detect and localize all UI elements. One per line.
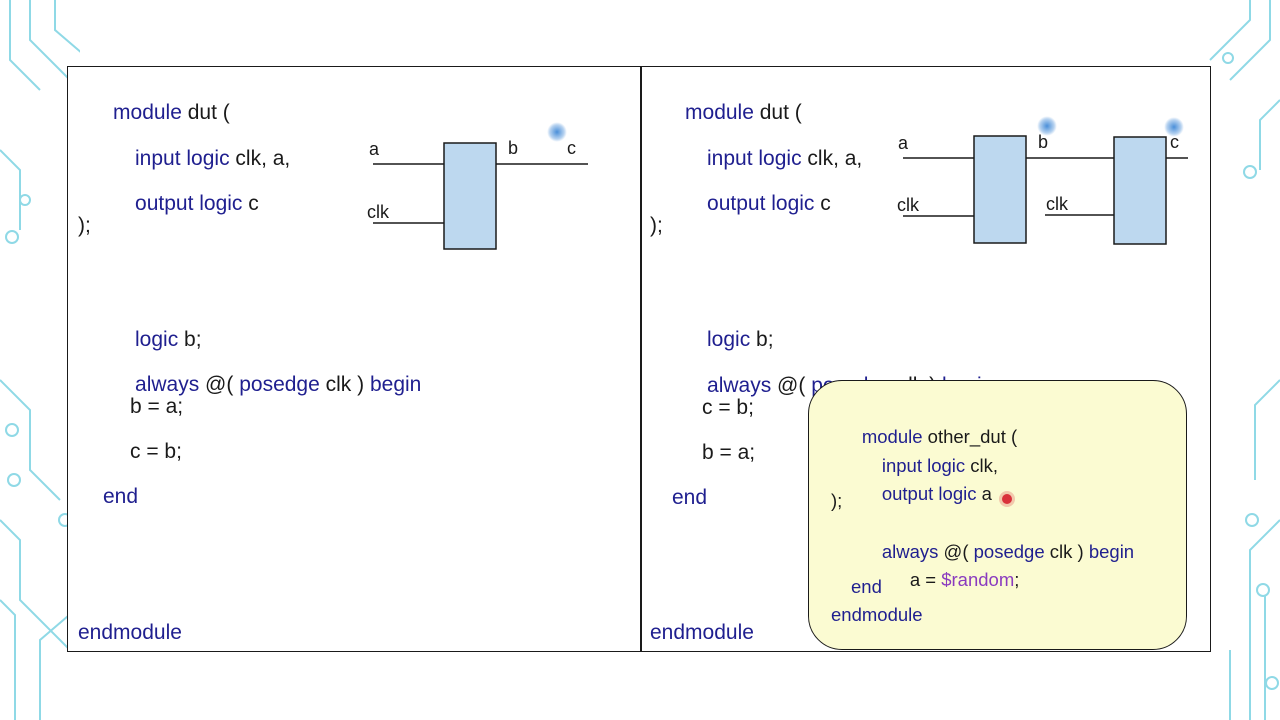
keyword: begin <box>1083 541 1135 562</box>
code-line-assign-2: b = a; <box>702 441 756 464</box>
callout-line-end: end <box>851 576 882 597</box>
pointer-highlight <box>1164 117 1184 137</box>
signal-label-b: b <box>1038 132 1048 152</box>
code-text: @( <box>938 541 969 562</box>
code-text: ; <box>1014 569 1020 590</box>
left-code-panel: module dut ( input logic clk, a, output … <box>68 67 640 651</box>
callout-line-module: module other_dut ( <box>831 404 1017 470</box>
callout-line-always: always @( posedge clk ) begin <box>851 519 1134 585</box>
code-text: b; <box>178 328 202 351</box>
keyword: module <box>685 101 754 124</box>
keyword: posedge <box>968 541 1045 562</box>
code-line-always: always @( posedge clk ) begin <box>100 349 421 421</box>
keyword: input logic <box>881 455 966 476</box>
keyword: module <box>861 426 923 447</box>
code-text: dut ( <box>181 101 230 124</box>
code-text: @( <box>771 374 806 397</box>
code-text: clk ) <box>319 373 365 396</box>
code-line-assign-1: c = b; <box>702 396 754 419</box>
signal-label-c: c <box>567 138 576 158</box>
keyword: output logic <box>881 483 977 504</box>
signal-label-clk-2: clk <box>1046 194 1069 214</box>
keyword: output logic <box>707 192 815 215</box>
code-line-logic: logic b; <box>672 304 774 376</box>
circuit-decoration-right <box>1209 0 1280 720</box>
keyword: always <box>135 373 200 396</box>
keyword: posedge <box>233 373 320 396</box>
keyword: logic <box>707 328 751 351</box>
code-line-end: end <box>672 486 708 509</box>
keyword: input logic <box>707 147 802 170</box>
keyword: always <box>707 374 772 397</box>
code-line-assign-2: c = b; <box>130 440 182 463</box>
code-line-input: input logic clk, a, <box>672 123 862 195</box>
keyword: logic <box>135 328 179 351</box>
code-text: clk, a, <box>801 147 863 170</box>
code-text: @( <box>199 373 234 396</box>
slide-frame: module dut ( input logic clk, a, output … <box>67 66 1211 652</box>
signal-label-clk: clk <box>897 195 920 215</box>
keyword: input logic <box>135 147 230 170</box>
code-line-output: output logic c <box>100 168 259 240</box>
code-text: clk, a, <box>229 147 291 170</box>
callout-line-endmodule: endmodule <box>831 604 923 625</box>
keyword: module <box>113 101 182 124</box>
signal-label-clk: clk <box>367 202 390 222</box>
right-code-panel: module dut ( input logic clk, a, output … <box>640 67 1212 651</box>
code-text: clk ) <box>1044 541 1084 562</box>
signal-label-a: a <box>369 139 380 159</box>
code-line-close-paren: ); <box>650 214 663 237</box>
signal-label-a: a <box>898 133 909 153</box>
keyword: output logic <box>135 192 243 215</box>
code-line-end: end <box>103 485 139 508</box>
code-line-logic: logic b; <box>100 304 202 376</box>
system-function: $random <box>941 569 1015 590</box>
code-line-output: output logic c <box>672 168 831 240</box>
code-line-assign-1: b = a; <box>130 395 184 418</box>
code-text: c <box>242 192 259 215</box>
code-text: a = <box>909 569 942 590</box>
other-dut-callout: module other_dut ( input logic clk, outp… <box>808 380 1187 650</box>
code-line-module: module dut ( <box>650 77 802 149</box>
panel-divider <box>640 67 642 651</box>
callout-line-input: input logic clk, <box>851 433 998 499</box>
code-text: clk, <box>965 455 999 476</box>
keyword: always <box>881 541 939 562</box>
laser-pointer <box>1002 494 1012 504</box>
code-text: other_dut ( <box>922 426 1018 447</box>
code-line-close-paren: ); <box>78 214 91 237</box>
register-diagram-double: a clk b clk c <box>895 125 1195 260</box>
signal-label-c: c <box>1170 132 1179 152</box>
pointer-highlight <box>1037 116 1057 136</box>
code-line-module: module dut ( <box>78 77 230 149</box>
callout-line-close-paren: ); <box>831 490 843 511</box>
callout-line-output: output logic a <box>851 461 992 527</box>
pointer-highlight <box>547 122 567 142</box>
code-line-input: input logic clk, a, <box>100 123 290 195</box>
code-text: b; <box>750 328 774 351</box>
keyword: begin <box>364 373 422 396</box>
callout-line-assign: a = $random; <box>879 547 1020 613</box>
code-text: dut ( <box>753 101 802 124</box>
code-line-endmodule: endmodule <box>78 621 182 644</box>
register-diagram-single: a clk b c <box>363 127 603 262</box>
code-text: c <box>814 192 831 215</box>
code-text: a <box>976 483 992 504</box>
signal-label-b: b <box>508 138 518 158</box>
code-line-endmodule: endmodule <box>650 621 754 644</box>
